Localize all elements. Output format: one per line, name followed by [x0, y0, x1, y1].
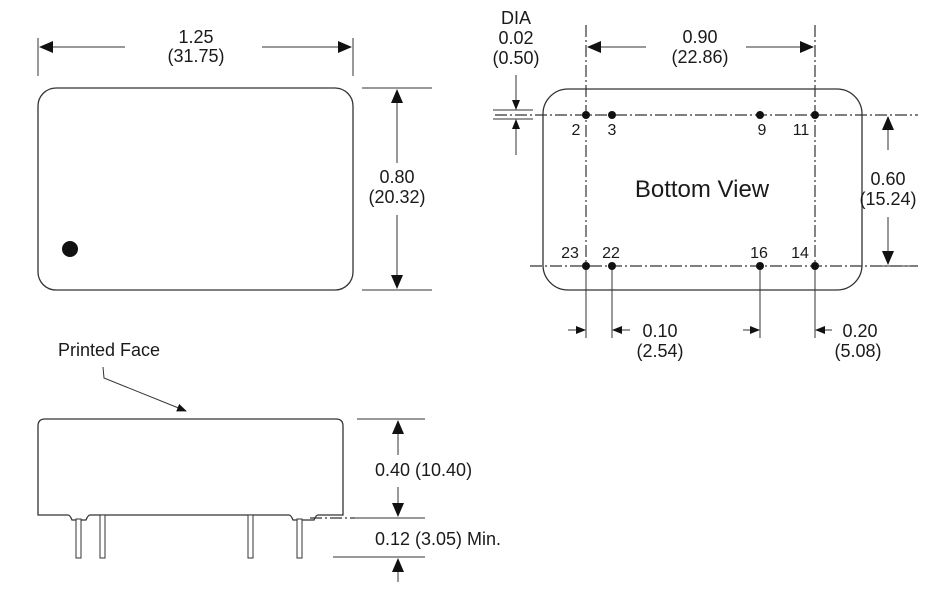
- top-view: 1.25 (31.75) 0.80 (20.32): [37, 27, 432, 291]
- pin-label: 9: [758, 122, 767, 139]
- pitch-in: 0.10: [642, 321, 677, 341]
- row-spacing-mm: (15.24): [859, 189, 916, 209]
- side-view: Printed Face 0.40 (10.40) 0.12 (3.05) Mi…: [37, 340, 501, 582]
- bottom-view-title: Bottom View: [635, 176, 770, 203]
- row-spacing-in: 0.60: [870, 169, 905, 189]
- pin-label: 2: [572, 122, 581, 139]
- pin-lead: [99, 514, 106, 559]
- pin-label: 22: [602, 245, 620, 262]
- height-mm: (20.32): [368, 187, 425, 207]
- pin-lead: [247, 514, 254, 559]
- printed-face-label: Printed Face: [58, 340, 160, 360]
- pin-label: 23: [561, 245, 579, 262]
- height-in: 0.80: [379, 167, 414, 187]
- pins: [582, 111, 819, 270]
- pin-lead: [296, 518, 303, 559]
- module-outline: [37, 87, 354, 291]
- width-in: 1.25: [178, 27, 213, 47]
- offset-mm: (5.08): [834, 341, 881, 361]
- module-outline-bottom: [542, 88, 863, 291]
- pin-label: 11: [793, 122, 810, 139]
- dia-mm: (0.50): [492, 48, 539, 68]
- pin-label: 14: [791, 245, 809, 262]
- pin-label: 3: [608, 122, 617, 139]
- offset-in: 0.20: [842, 321, 877, 341]
- pitch-mm: (2.54): [636, 341, 683, 361]
- bottom-view: 2 3 9 11 23 22 16 14 Bottom View DIA 0.0…: [492, 8, 918, 361]
- pin-label: 16: [750, 245, 768, 262]
- module-side-outline: [37, 418, 344, 521]
- pin1-marker-dot: [62, 241, 78, 257]
- pin-length: 0.12 (3.05) Min.: [375, 529, 501, 549]
- dia-label: DIA: [501, 8, 531, 28]
- span-in: 0.90: [682, 27, 717, 47]
- span-mm: (22.86): [671, 47, 728, 67]
- width-mm: (31.75): [167, 46, 224, 66]
- dia-in: 0.02: [498, 28, 533, 48]
- pin-lead: [75, 518, 82, 559]
- body-height: 0.40 (10.40): [375, 460, 472, 480]
